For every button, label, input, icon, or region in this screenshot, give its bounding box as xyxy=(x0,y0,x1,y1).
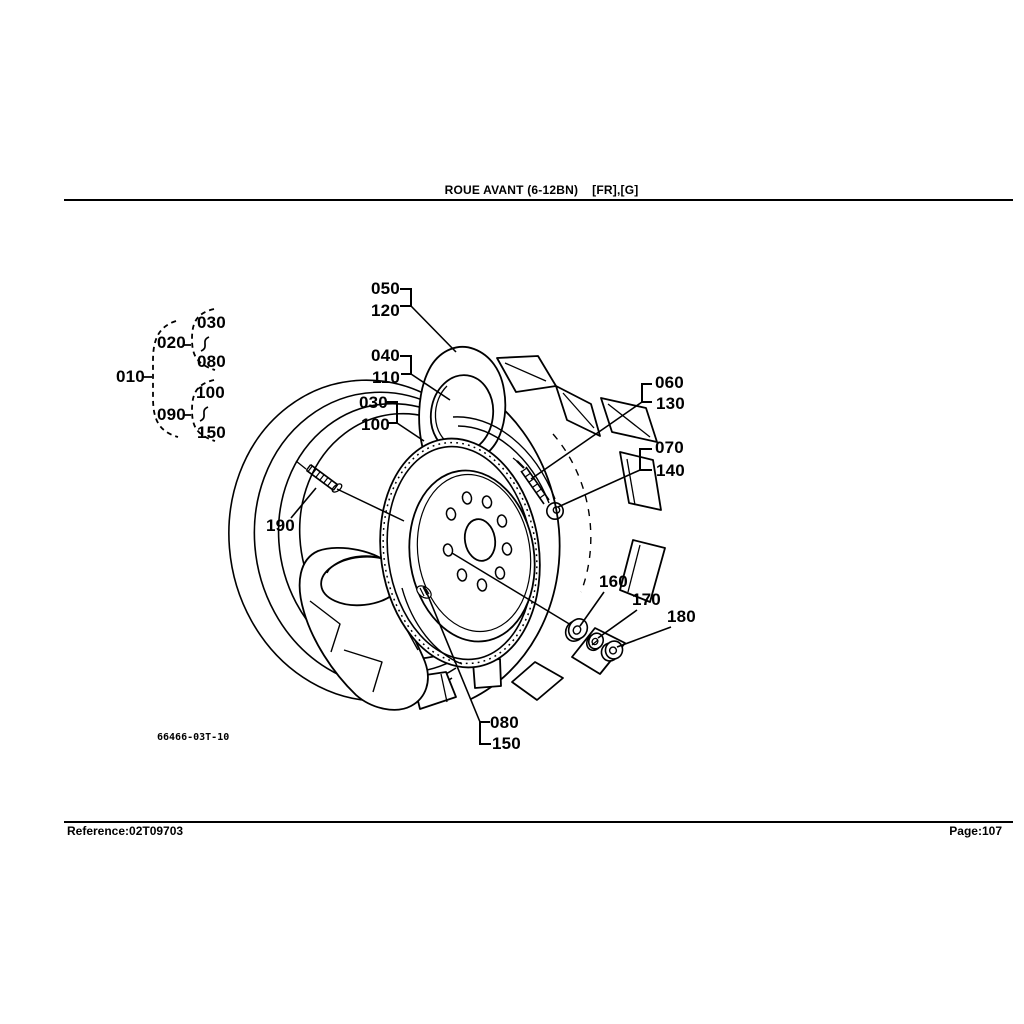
callout-180: 180 xyxy=(667,607,696,626)
callout-150: 150 xyxy=(492,734,521,753)
callout-040: 040 xyxy=(371,346,400,365)
callout-030: 030 xyxy=(359,393,388,412)
legend-item-080: 080 xyxy=(197,352,226,371)
page-title: ROUE AVANT (6-12BN) xyxy=(444,183,579,197)
page-title-tags: [FR],[G] xyxy=(592,183,639,197)
legend-item-150: 150 xyxy=(197,423,226,442)
stud-axis-line xyxy=(451,552,572,626)
bracket-070-140 xyxy=(639,448,652,471)
callout-130: 130 xyxy=(656,394,685,413)
tire-top-ear xyxy=(418,345,507,468)
legend-item-100: 100 xyxy=(196,383,225,402)
callout-070: 070 xyxy=(655,438,684,457)
range-squiggle-2 xyxy=(199,406,209,422)
leader-080-150 xyxy=(423,585,481,723)
callout-brackets xyxy=(387,288,652,745)
drawing-code: 66466-03T-10 xyxy=(157,732,230,743)
brace-020-group xyxy=(191,308,216,371)
callout-060: 060 xyxy=(655,373,684,392)
wheel-hub xyxy=(408,469,536,643)
callout-160: 160 xyxy=(599,572,628,591)
range-squiggle-1 xyxy=(200,336,210,352)
callout-050: 050 xyxy=(371,279,400,298)
leader-040-110 xyxy=(410,373,451,401)
bracket-060-130 xyxy=(641,383,652,403)
legend-item-020: 020 xyxy=(157,333,186,352)
bracket-040-110 xyxy=(400,355,412,375)
leader-170 xyxy=(597,609,638,639)
callout-080: 080 xyxy=(490,713,519,732)
callout-110: 110 xyxy=(372,368,401,387)
callout-100: 100 xyxy=(361,415,390,434)
hub-bolt-holes xyxy=(442,491,513,592)
callout-190: 190 xyxy=(266,516,295,535)
legend-ticks xyxy=(143,344,191,416)
leader-190 xyxy=(290,487,317,519)
page-header: ROUE AVANT (6-12BN) [FR],[G] xyxy=(0,183,1024,197)
header-rule xyxy=(64,199,1013,201)
stem-nut-washer xyxy=(545,501,564,520)
callout-140: 140 xyxy=(656,461,685,480)
leader-lines xyxy=(290,305,672,723)
legend-braces xyxy=(143,308,216,442)
legend-item-010: 010 xyxy=(116,367,145,386)
page-number: Page:107 xyxy=(949,824,1002,838)
callout-170: 170 xyxy=(632,590,661,609)
footer-rule xyxy=(64,821,1013,823)
nut-180 xyxy=(600,640,624,662)
legend-item-090: 090 xyxy=(157,405,186,424)
leader-070-140 xyxy=(557,469,641,508)
valve-stem-part xyxy=(295,460,405,522)
bracket-030-100 xyxy=(387,401,398,424)
legend-item-030: 030 xyxy=(197,313,226,332)
leader-180 xyxy=(616,626,672,648)
bracket-080-150 xyxy=(479,721,491,745)
leader-050-120 xyxy=(410,305,457,353)
brace-090-group xyxy=(191,379,216,442)
brace-010 xyxy=(152,320,179,438)
callout-120: 120 xyxy=(371,301,400,320)
hub-center-hole xyxy=(463,518,497,562)
leader-030-100 xyxy=(396,422,425,442)
leader-060-130 xyxy=(530,401,643,480)
leader-160 xyxy=(579,591,605,627)
valve-stem-inner xyxy=(512,457,564,520)
reference-number: Reference:02T09703 xyxy=(67,824,184,838)
washer-160 xyxy=(564,618,589,642)
bracket-050-120 xyxy=(400,288,412,307)
